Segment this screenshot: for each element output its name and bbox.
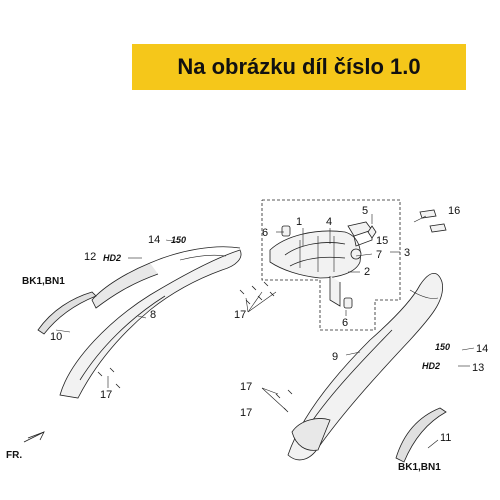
callout-15: 15 [376,235,388,247]
callout-17-center: 17 [234,309,246,321]
callout-numbers: 1 2 3 4 5 6 6 7 8 9 10 11 12 13 14 14 15… [50,205,488,444]
badge-hd-left: HD2 [103,253,121,263]
callout-1: 1 [296,216,302,228]
badge-upper-right: 150 [435,342,450,352]
callout-2: 2 [364,266,370,278]
left-stripe-decal [37,291,97,335]
variant-labels: BK1,BN1 BK1,BN1 FR. [6,276,441,473]
callout-6-lower: 6 [342,317,348,329]
callout-9: 9 [332,351,338,363]
badge-upper-left: 150 [171,235,186,245]
part-number-banner: Na obrázku díl číslo 1.0 [132,44,466,90]
callout-10: 10 [50,331,62,343]
bolt-lower [343,297,353,309]
right-stripe-decal [395,407,447,463]
callout-3: 3 [404,247,410,259]
badge-hd-right: HD2 [422,361,440,371]
callout-5: 5 [362,205,368,217]
banner-text: Na obrázku díl číslo 1.0 [177,54,421,79]
callout-17-left: 17 [100,389,112,401]
bolt-upper [281,225,291,237]
clips-part-17-center [239,281,275,305]
screw-part-15 [367,225,377,239]
callout-13: 13 [472,362,484,374]
variant-label-right: BK1,BN1 [398,462,441,473]
clips-part-17-left [97,367,121,389]
callout-8: 8 [150,309,156,321]
callout-7: 7 [376,249,382,261]
callout-6-upper: 6 [262,227,268,239]
clips-part-17-right [275,389,293,413]
leader-lines [55,214,475,449]
callout-14-upper: 14 [148,234,160,246]
grab-rail [269,230,361,307]
badge-logos: 150 HD2 150 HD2 [103,235,450,371]
callout-17-right-lower: 17 [240,407,252,419]
variant-label-left: BK1,BN1 [22,276,65,287]
front-label: FR. [6,450,22,461]
callout-16: 16 [448,205,460,217]
callout-12: 12 [84,251,96,263]
callout-14-lower: 14 [476,343,488,355]
nut-part-7 [350,248,362,260]
front-direction-arrow [23,431,45,443]
left-body-cover [59,246,242,399]
assembly-group-box [261,199,401,331]
right-body-cover [287,272,444,461]
callout-17-right-upper: 17 [240,381,252,393]
callout-4: 4 [326,216,332,228]
callout-11: 11 [440,432,451,444]
screws-part-16 [419,209,447,233]
